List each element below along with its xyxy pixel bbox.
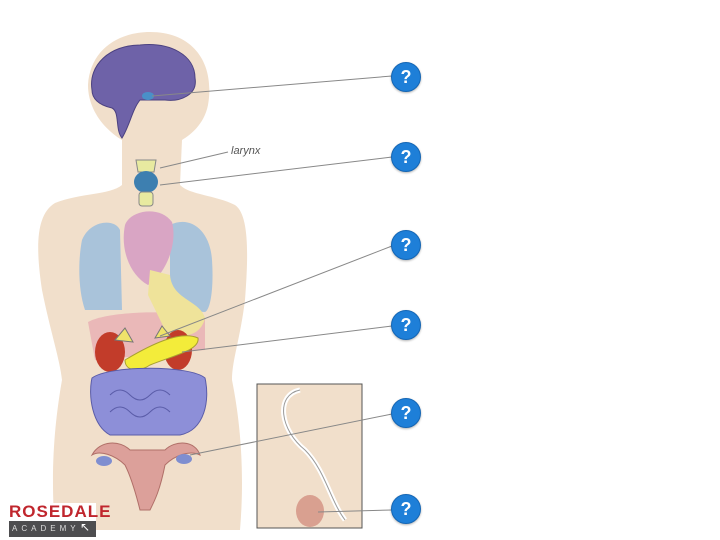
ovary-question-button[interactable]: ? [391, 398, 421, 428]
lung-right [170, 221, 213, 312]
trachea [138, 191, 154, 207]
thyroid-question-button[interactable]: ? [391, 142, 421, 172]
larynx-label: larynx [231, 145, 261, 157]
cursor-icon: ↖ [79, 520, 94, 534]
intestine-coils [109, 389, 171, 418]
logo-sub-bar: ACADEMY↖ [9, 521, 96, 537]
intestines [90, 367, 208, 436]
logo-sub: ACADEMY [12, 524, 80, 533]
lung-left [79, 222, 122, 310]
testis-question-button[interactable]: ? [391, 494, 421, 524]
heart [123, 211, 174, 285]
pancreas-question-button[interactable]: ? [391, 310, 421, 340]
adrenal-question-button[interactable]: ? [391, 230, 421, 260]
vas-deferens-outline [283, 389, 346, 521]
testis [296, 495, 324, 527]
thyroid [134, 171, 158, 193]
brain [91, 44, 196, 139]
rosedale-logo: ROSEDALE ACADEMY↖ [9, 502, 112, 537]
pituitary [142, 92, 154, 100]
stomach [148, 270, 205, 336]
adrenal-right [154, 325, 171, 339]
ovary-right [176, 454, 192, 464]
leader-lines [151, 75, 393, 513]
uterus [90, 442, 201, 511]
logo-name: ROSEDALE [9, 502, 112, 521]
larynx-shape [135, 159, 157, 173]
kidney-left [95, 332, 125, 372]
pituitary-question-button[interactable]: ? [391, 62, 421, 92]
adrenal-left [114, 327, 134, 343]
ovary-left [96, 456, 112, 466]
